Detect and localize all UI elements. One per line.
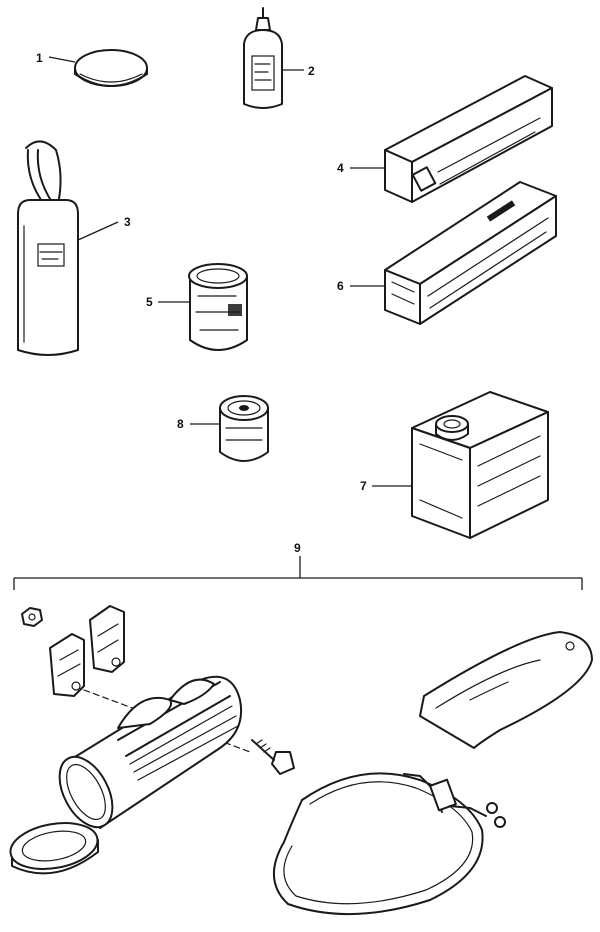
item-2-oil-bottle	[243, 7, 283, 109]
callout-2: 2	[308, 64, 315, 78]
callout-6: 6	[337, 279, 344, 293]
callout-5: 5	[146, 295, 153, 309]
nut	[21, 607, 43, 627]
item-1-leader	[48, 56, 76, 63]
cable-lock	[272, 772, 506, 916]
callout-4: 4	[337, 161, 344, 175]
end-cap	[9, 822, 99, 875]
callout-9: 9	[294, 541, 301, 555]
callout-3: 3	[124, 215, 131, 229]
assembly-line	[83, 689, 251, 753]
callout-8: 8	[177, 417, 184, 431]
item-6-long-box	[384, 181, 557, 325]
item-1-round-tin	[74, 49, 148, 87]
item-3-leader	[77, 221, 119, 241]
item-9-group-bracket	[13, 556, 583, 590]
item-7-canister	[411, 391, 549, 539]
tool-bag	[419, 631, 593, 749]
clamp-bracket-right	[89, 605, 125, 673]
clamp-bracket-left	[49, 633, 85, 697]
callout-1: 1	[36, 51, 43, 65]
tool-tube	[58, 675, 242, 829]
callout-7: 7	[360, 479, 367, 493]
bolt	[251, 739, 295, 775]
item-3-strap-pouch	[17, 140, 79, 356]
item-4-box	[384, 75, 553, 203]
item-8-small-can	[219, 395, 269, 462]
item-5-can	[188, 263, 248, 351]
